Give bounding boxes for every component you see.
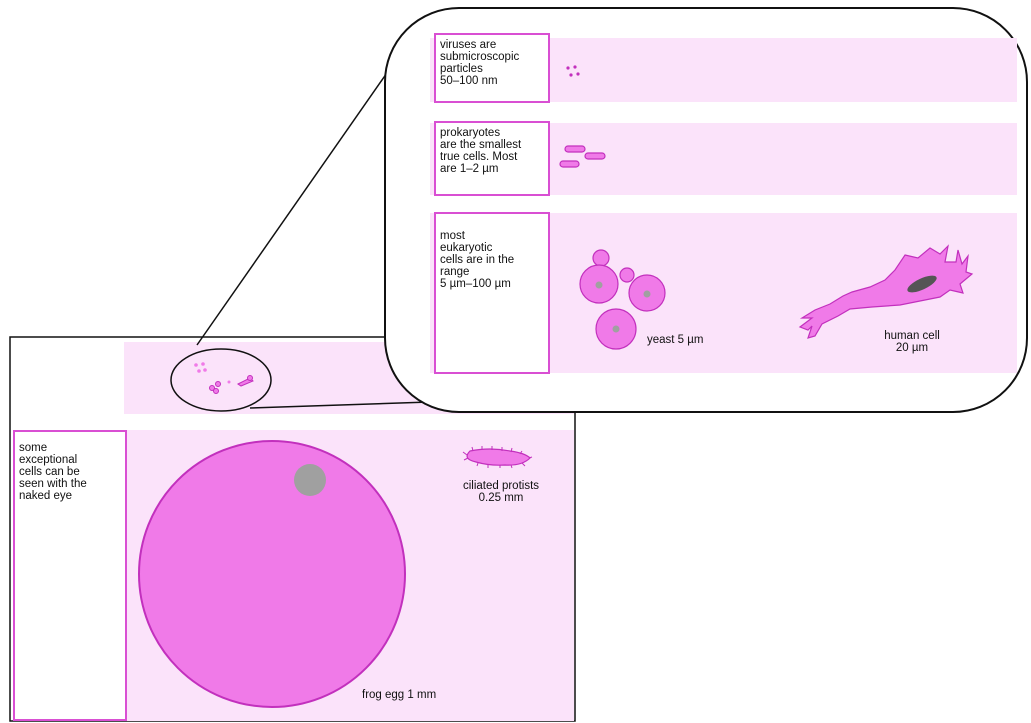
frog-egg [139,441,405,707]
eukaryote-label-box: most eukaryotic cells are in the range 5… [434,212,550,374]
frog-egg-caption: frog egg 1 mm [362,689,436,701]
magnifier-ellipse [171,349,271,411]
virus-label-box: viruses are submicroscopic particles 50–… [434,33,550,103]
virus-description: viruses are submicroscopic particles 50–… [440,39,519,87]
yeast-caption: yeast 5 µm [647,334,703,346]
zoom-line-top [197,47,405,345]
eukaryote-description: most eukaryotic cells are in the range 5… [440,230,514,290]
naked-eye-label-box: some exceptional cells can be seen with … [13,430,127,721]
exceptional-description: some exceptional cells can be seen with … [19,442,87,502]
prokaryote-description: prokaryotes are the smallest true cells.… [440,127,521,175]
protist-caption: ciliated protists 0.25 mm [447,480,555,504]
human-cell-caption: human cell 20 µm [868,330,956,354]
prokaryote-label-box: prokaryotes are the smallest true cells.… [434,121,550,196]
